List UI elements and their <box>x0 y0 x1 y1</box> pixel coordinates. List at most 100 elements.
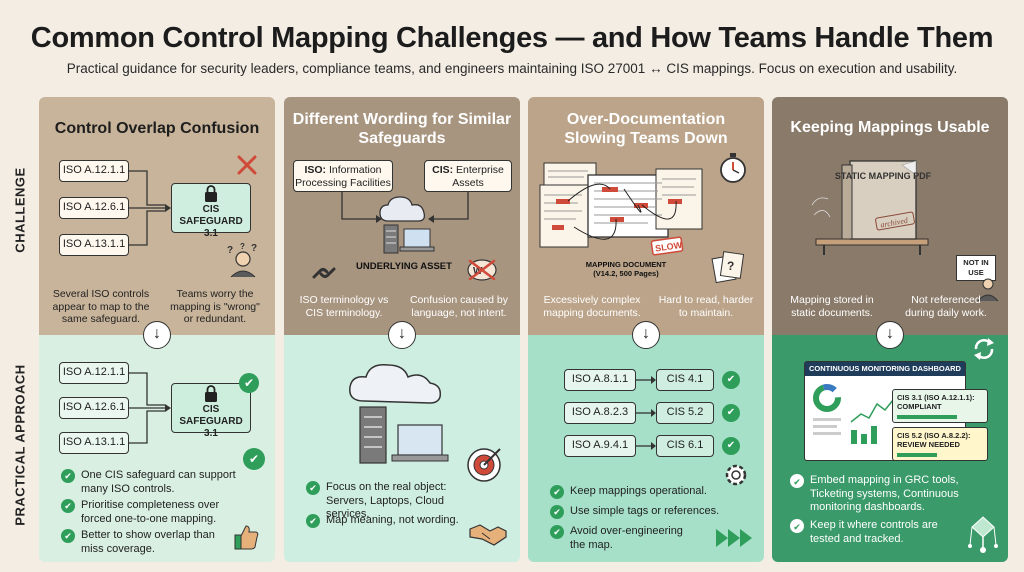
iso-box: ISO A.8.2.3 <box>564 402 636 424</box>
cis-safeguard-box: CIS SAFEGUARD 3.1 <box>171 383 251 439</box>
check-icon: ✔ <box>306 481 320 495</box>
check-icon: ✔ <box>550 485 564 499</box>
iso-box: ISO A.13.1.1 <box>59 432 129 454</box>
iso-box: ISO A.12.1.1 <box>59 160 129 182</box>
no-words-icon: W <box>467 259 497 281</box>
svg-text:?: ? <box>727 259 734 273</box>
lock-icon <box>205 385 217 402</box>
connector-lines <box>341 192 469 223</box>
broken-link-icon <box>312 267 336 279</box>
book-label: STATIC MAPPING PDF <box>835 171 932 181</box>
check-icon: ✔ <box>61 499 75 513</box>
check-icon: ✔ <box>243 448 265 470</box>
cis-box: CIS 6.1 <box>656 435 714 457</box>
approach-bullet: ✔Use simple tags or references. <box>550 505 730 519</box>
check-icon: ✔ <box>790 474 804 488</box>
down-arrow-icon: ↓ <box>876 321 904 349</box>
approach-bullet: ✔Focus on the real object: Servers, Lapt… <box>306 481 486 522</box>
challenge-caption-left: ISO terminology vs CIS terminology. <box>299 294 389 319</box>
mapping-arrows <box>129 372 171 444</box>
check-icon: ✔ <box>722 437 740 455</box>
asset-label: UNDERLYING ASSET <box>356 261 452 272</box>
column-keeping-usable: Keeping Mappings Usable STATIC MAPPING P… <box>772 97 1008 562</box>
check-icon: ✔ <box>239 373 259 393</box>
column-title: Keeping Mappings Usable <box>790 119 990 136</box>
cis-term-box: CIS: Enterprise Assets <box>424 160 512 192</box>
check-icon: ✔ <box>61 469 75 483</box>
fast-forward-icon <box>716 529 752 547</box>
iso-box: ISO A.12.6.1 <box>59 197 129 219</box>
approach-panel: CONTINUOUS MONITORING DASHBOARD CIS 3.1 … <box>772 335 1008 562</box>
challenge-caption-right: Teams worry the mapping is "wrong" or re… <box>170 288 260 325</box>
review-needed-card: CIS 5.2 (ISO A.8.2.2): REVIEW NEEDED <box>892 427 988 461</box>
pair-arrows <box>636 376 656 450</box>
confused-papers-icon: ? <box>711 251 745 284</box>
challenge-caption-right: Hard to read, harder to maintain. <box>658 294 754 319</box>
page-subtitle: Practical guidance for security leaders,… <box>66 61 958 76</box>
approach-bullet: ✔Keep mappings operational. <box>550 485 730 499</box>
challenge-panel: Keeping Mappings Usable STATIC MAPPING P… <box>772 97 1008 335</box>
stopwatch-icon <box>720 153 746 183</box>
approach-bullet: ✔Map meaning, not wording. <box>306 514 466 528</box>
cloud-server-icon <box>379 196 435 254</box>
challenge-caption-left: Several ISO controls appear to map to th… <box>52 288 150 325</box>
compliant-card: CIS 3.1 (ISO A.12.1.1): COMPLIANT <box>892 389 988 423</box>
dashboard-title: CONTINUOUS MONITORING DASHBOARD <box>805 362 965 376</box>
lock-icon <box>205 185 217 202</box>
iso-term-box: ISO: Information Processing Facilities <box>293 160 393 192</box>
not-in-use-sign: NOT IN USE <box>956 255 996 281</box>
iso-box: ISO A.12.1.1 <box>59 362 129 384</box>
challenge-caption-left: Excessively complex mapping documents. <box>543 294 641 319</box>
iso-box: ISO A.8.1.1 <box>564 369 636 391</box>
approach-bullet: ✔Keep it where controls are tested and t… <box>790 519 950 546</box>
refresh-icon <box>974 338 994 360</box>
down-arrow-icon: ↓ <box>143 321 171 349</box>
cross-icon <box>237 155 257 175</box>
challenge-caption-right: Confusion caused by language, not intent… <box>409 294 509 319</box>
row-label-challenge: CHALLENGE <box>12 167 28 253</box>
handshake-icon <box>469 524 507 546</box>
challenge-panel: Different Wording for Similar Safeguards… <box>284 97 520 335</box>
down-arrow-icon: ↓ <box>388 321 416 349</box>
column-title: Over-Documentation Slowing Teams Down <box>564 111 728 147</box>
column-title: Control Overlap Confusion <box>54 120 260 137</box>
check-icon: ✔ <box>550 505 564 519</box>
approach-bullet: ✔Prioritise completeness over forced one… <box>61 499 241 526</box>
check-icon: ✔ <box>722 404 740 422</box>
check-icon: ✔ <box>790 519 804 533</box>
approach-panel: ✔Focus on the real object: Servers, Lapt… <box>284 335 520 562</box>
cloud-server-laptop-icon <box>349 364 449 464</box>
dashboard-charts <box>813 384 894 444</box>
approach-panel: ISO A.8.1.1 ISO A.8.2.3 ISO A.9.4.1 CIS … <box>528 335 764 562</box>
check-icon: ✔ <box>722 371 740 389</box>
cis-box: CIS 4.1 <box>656 369 714 391</box>
network-node-icon <box>968 516 998 553</box>
check-icon: ✔ <box>306 514 320 528</box>
cis-safeguard-box: CIS SAFEGUARD 3.1 <box>171 183 251 239</box>
column-title: Different Wording for Similar Safeguards <box>292 111 512 147</box>
check-icon: ✔ <box>61 529 75 543</box>
document-label: MAPPING DOCUMENT(V14.2, 500 Pages) <box>585 260 667 278</box>
approach-panel: ISO A.12.1.1 ISO A.12.6.1 ISO A.13.1.1 C… <box>39 335 275 562</box>
approach-bullet: ✔Better to show overlap than miss covera… <box>61 529 221 556</box>
iso-box: ISO A.9.4.1 <box>564 435 636 457</box>
row-label-approach: PRACTICAL APPROACH <box>12 364 28 526</box>
check-icon: ✔ <box>550 525 564 539</box>
down-arrow-icon: ↓ <box>632 321 660 349</box>
approach-bullet: ✔Embed mapping in GRC tools, Ticketing s… <box>790 474 980 515</box>
page-title: Common Control Mapping Challenges — and … <box>30 22 994 54</box>
cis-box: CIS 5.2 <box>656 402 714 424</box>
iso-box: ISO A.13.1.1 <box>59 234 129 256</box>
challenge-caption-left: Mapping stored in static documents. <box>790 294 874 319</box>
person-icon <box>977 278 999 302</box>
gear-icon <box>725 464 747 486</box>
slow-stamp: SLOW <box>655 240 684 254</box>
svg-text:?: ? <box>227 245 233 256</box>
column-different-wording: Different Wording for Similar Safeguards… <box>284 97 520 562</box>
challenge-panel: Control Overlap Confusion ISO A.12.1.1 I… <box>39 97 275 335</box>
messy-document-illustration: SLOW <box>539 162 703 256</box>
iso-box: ISO A.12.6.1 <box>59 397 129 419</box>
target-icon <box>467 448 501 482</box>
svg-text:?: ? <box>240 242 245 251</box>
column-control-overlap: Control Overlap Confusion ISO A.12.1.1 I… <box>39 97 275 562</box>
